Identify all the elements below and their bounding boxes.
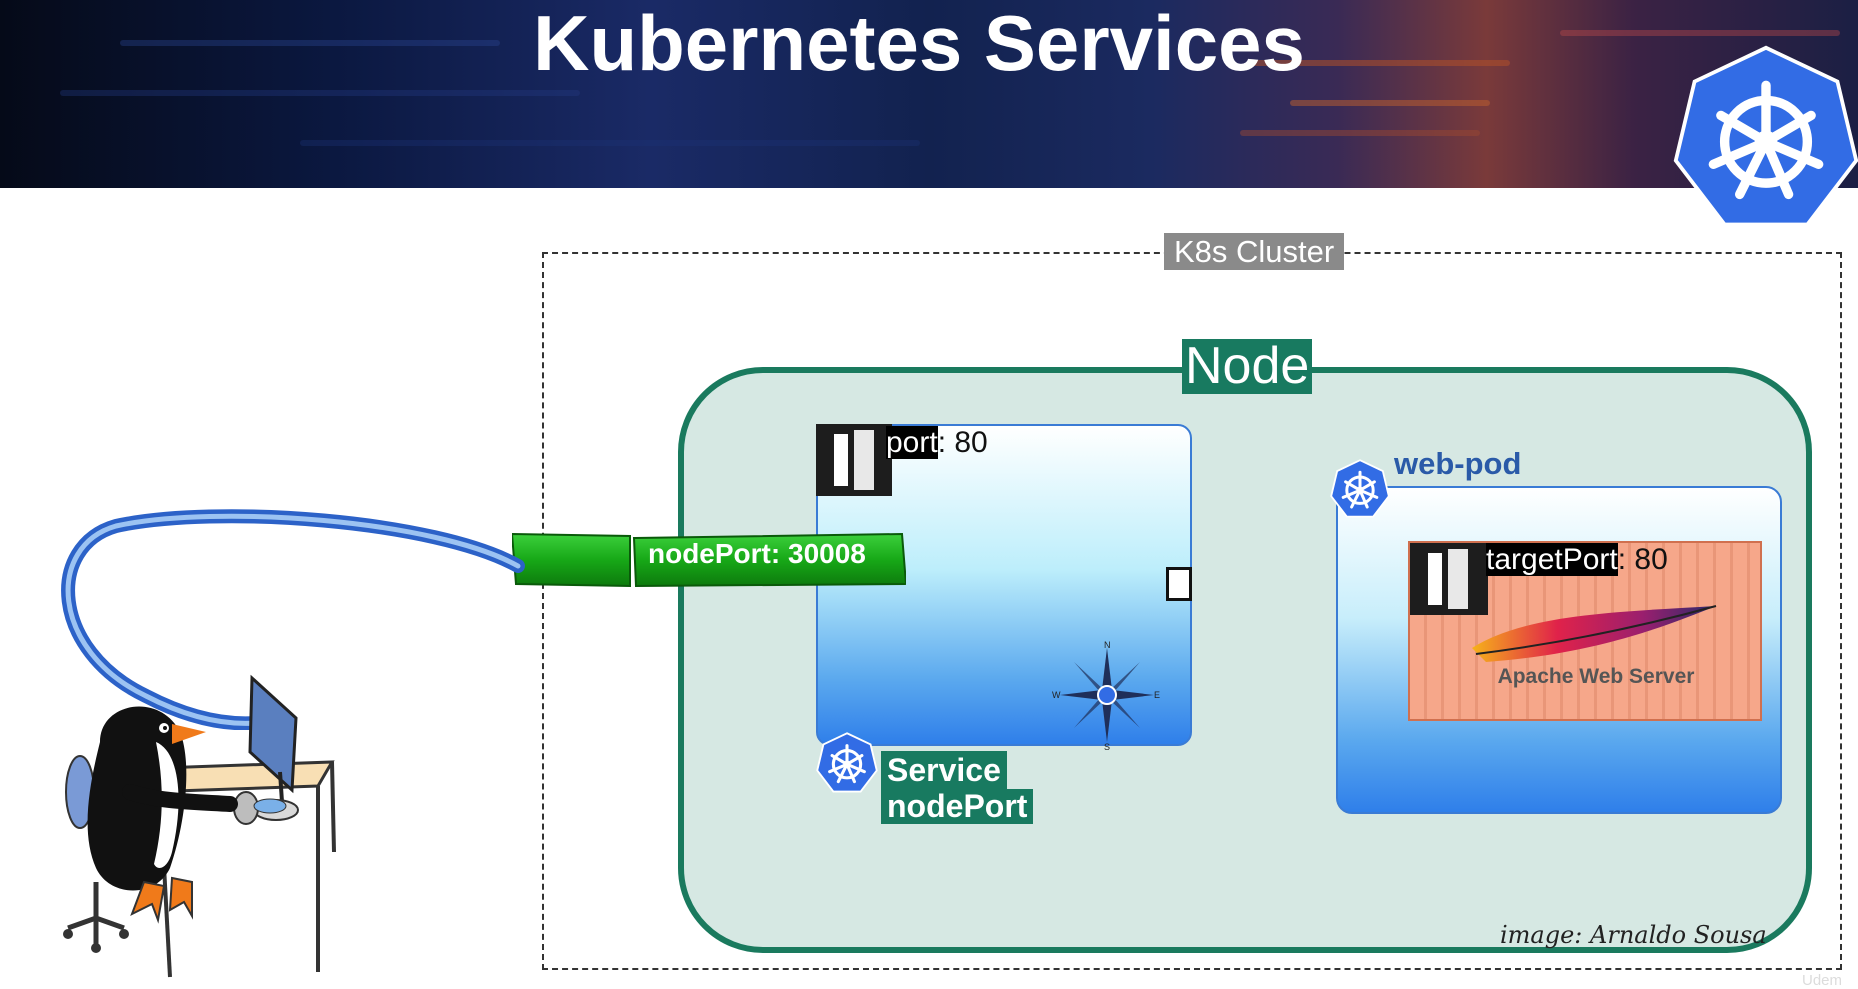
service-name-line1: Service [881, 751, 1007, 789]
target-value: : 80 [1617, 543, 1668, 576]
apache-feather-icon [1472, 605, 1717, 662]
page-title: Kubernetes Services [533, 0, 1305, 87]
service-handle [1166, 567, 1192, 601]
target-port-door-icon [1410, 543, 1488, 615]
svg-text:E: E [1154, 690, 1160, 700]
apache-label: Apache Web Server [1497, 665, 1695, 688]
svg-text:W: W [1052, 690, 1061, 700]
service-port-door-icon [816, 424, 892, 496]
target-key: targetPort [1486, 543, 1618, 576]
header-banner [0, 0, 1858, 188]
svg-text:S: S [1104, 742, 1110, 750]
port-value: : 80 [937, 426, 988, 459]
kubernetes-logo-icon [1673, 45, 1858, 227]
target-port-label: targetPort: 80 [1486, 543, 1668, 577]
cluster-label: K8s Cluster [1164, 233, 1345, 270]
watermark: Udem [1802, 972, 1843, 989]
pod-k8s-icon [1330, 459, 1390, 518]
port-key: port [886, 426, 938, 459]
pod-name: web-pod [1394, 446, 1522, 481]
compass-icon: N S W E [1052, 640, 1160, 750]
service-port-label: port: 80 [886, 426, 988, 460]
penguin-at-desk-icon [63, 674, 336, 978]
service-k8s-icon [816, 732, 878, 793]
svg-text:N: N [1104, 640, 1111, 650]
image-credit: image: Arnaldo Sousa [1500, 921, 1767, 949]
node-label: Node [1182, 339, 1313, 394]
service-name-line2: nodePort [881, 789, 1034, 824]
nodeport-key: nodePort [648, 538, 771, 569]
nodeport-value: : 30008 [770, 538, 866, 569]
network-cable [61, 509, 525, 730]
nodeport-label: nodePort: 30008 [648, 536, 866, 572]
